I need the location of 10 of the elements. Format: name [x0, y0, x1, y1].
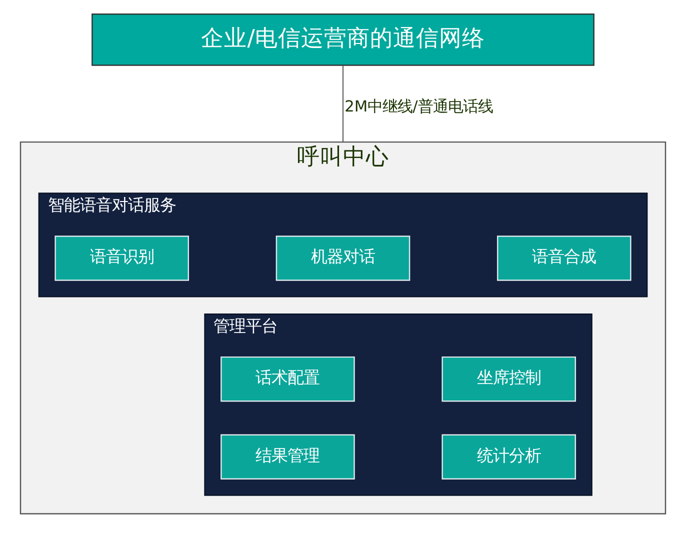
node-box: 话术配置 — [220, 356, 355, 402]
node-box: 坐席控制 — [442, 356, 576, 402]
edge-label: 2M中继线/普通电话线 — [344, 96, 493, 115]
node-box: 结果管理 — [220, 434, 355, 480]
node-box: 统计分析 — [442, 434, 576, 480]
node-box: 语音识别 — [54, 235, 190, 280]
connector — [342, 65, 344, 142]
node-box: 机器对话 — [276, 235, 410, 280]
node-box: 语音合成 — [496, 235, 632, 280]
node-box: 企业/电信运营商的通信网络 — [92, 12, 594, 66]
